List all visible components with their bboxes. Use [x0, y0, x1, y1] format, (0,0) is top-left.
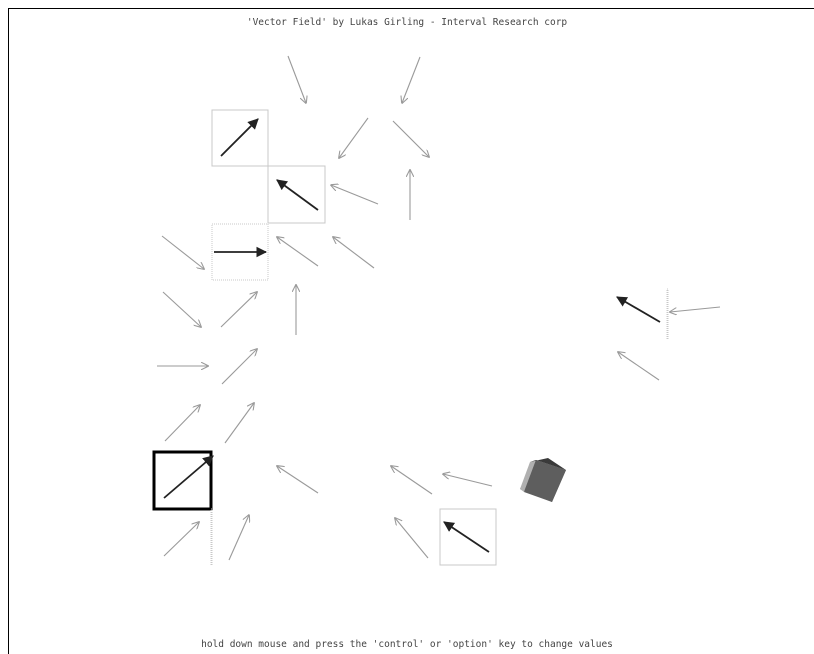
vector-arrow[interactable]	[163, 292, 201, 327]
field-cell-edge[interactable]	[211, 509, 212, 565]
3d-cube-icon[interactable]	[520, 458, 566, 502]
vector-arrow[interactable]	[391, 466, 432, 494]
vector-arrow[interactable]	[443, 474, 492, 486]
vector-arrow[interactable]	[393, 121, 429, 157]
vector-arrow[interactable]	[165, 405, 200, 441]
vector-arrow[interactable]	[339, 118, 368, 158]
active-vector-arrow[interactable]	[444, 522, 489, 552]
vector-arrow[interactable]	[331, 185, 378, 204]
vector-arrow[interactable]	[670, 307, 720, 312]
vector-arrow[interactable]	[277, 237, 318, 266]
vector-arrow[interactable]	[162, 236, 204, 269]
vector-arrow[interactable]	[229, 515, 249, 560]
vector-arrow[interactable]	[618, 352, 659, 380]
vector-arrow[interactable]	[288, 56, 306, 103]
instructions-text: hold down mouse and press the 'control' …	[0, 639, 814, 650]
active-vector-arrow[interactable]	[277, 180, 318, 210]
vector-arrow[interactable]	[222, 349, 257, 384]
vector-arrow[interactable]	[395, 518, 428, 558]
active-vector-arrow[interactable]	[617, 297, 660, 322]
selected-cell[interactable]	[154, 452, 211, 509]
vector-arrow[interactable]	[333, 237, 374, 268]
vector-arrow[interactable]	[225, 403, 254, 443]
vector-arrow[interactable]	[221, 292, 257, 327]
active-vector-arrow[interactable]	[164, 456, 213, 498]
vector-arrow[interactable]	[402, 57, 420, 103]
field-cell-edge[interactable]	[667, 289, 668, 339]
active-vector-arrow[interactable]	[221, 119, 258, 156]
vector-arrow[interactable]	[277, 466, 318, 493]
vector-arrow[interactable]	[164, 522, 199, 556]
